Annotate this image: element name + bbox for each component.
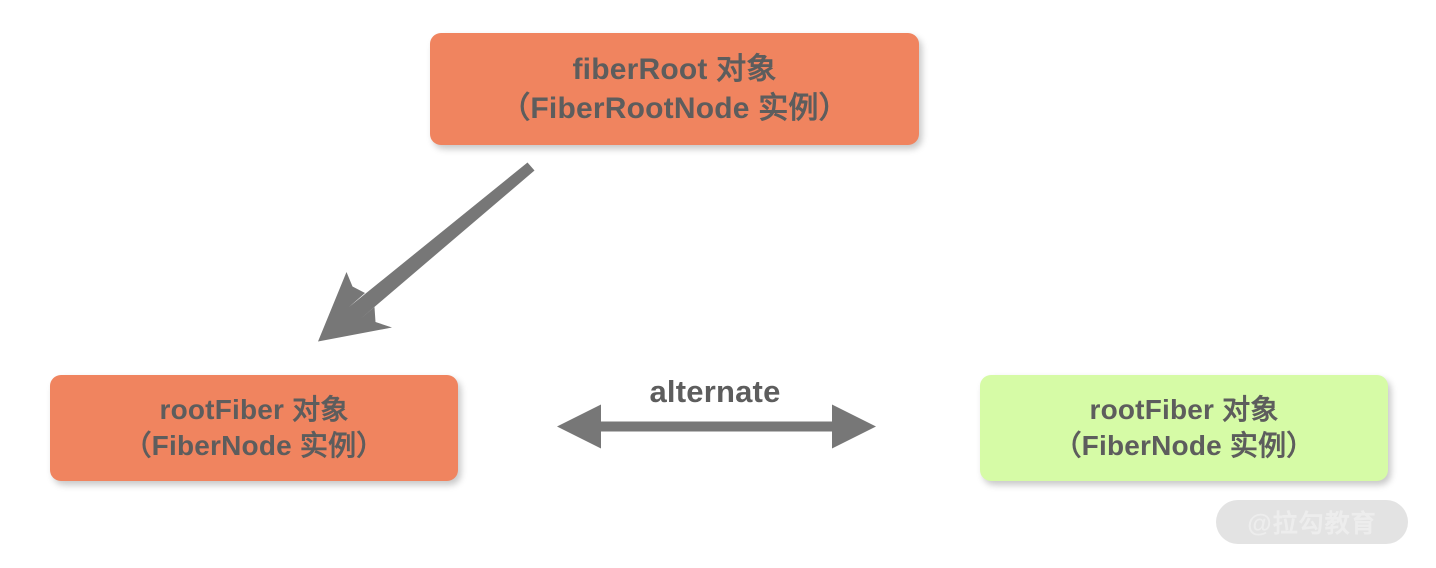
arrow-fiberroot-to-rootfiber: [318, 162, 535, 342]
arrow-alternate-double-headed: [557, 404, 876, 449]
node-rootfiber-current-line1: rootFiber 对象: [159, 393, 349, 425]
connector-label-alternate: alternate: [649, 374, 781, 409]
node-rootfiber-alternate[interactable]: rootFiber 对象 （FiberNode 实例）: [980, 375, 1388, 481]
watermark: @拉勾教育: [1216, 500, 1408, 544]
node-fiberroot-line1: fiberRoot 对象: [572, 53, 777, 86]
watermark-text: @拉勾教育: [1247, 510, 1377, 538]
node-rootfiber-current-line2: （FiberNode 实例）: [123, 430, 385, 461]
node-fiberroot[interactable]: fiberRoot 对象 （FiberRootNode 实例）: [430, 33, 919, 145]
node-rootfiber-alternate-line2: （FiberNode 实例）: [1053, 430, 1315, 461]
node-rootfiber-current[interactable]: rootFiber 对象 （FiberNode 实例）: [50, 375, 458, 481]
node-fiberroot-line2: （FiberRootNode 实例）: [500, 92, 849, 125]
node-rootfiber-alternate-line1: rootFiber 对象: [1089, 393, 1279, 425]
